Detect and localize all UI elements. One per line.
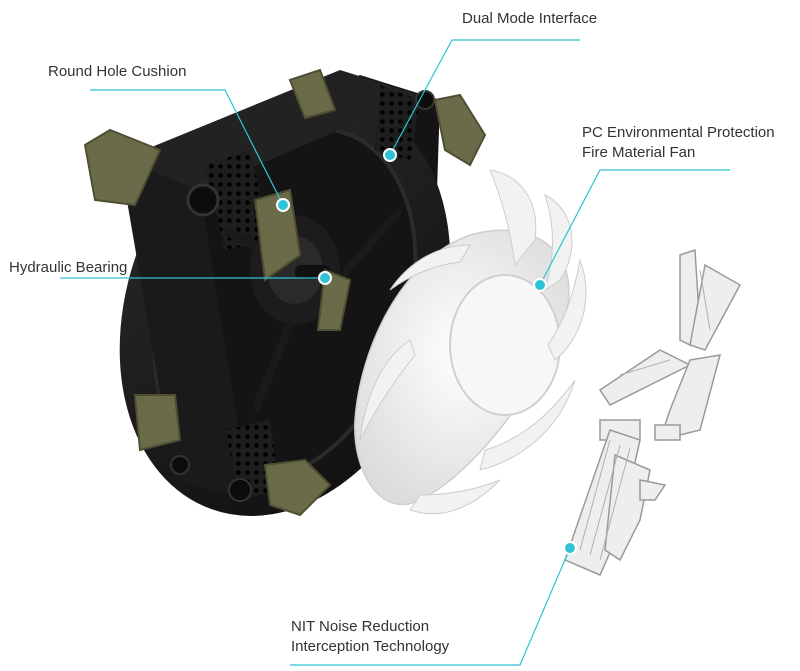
leader-dual-mode	[389, 39, 580, 156]
callout-lines	[60, 39, 730, 666]
fan-blade	[489, 169, 537, 267]
callout-dots	[276, 148, 577, 555]
fan-blade	[409, 479, 501, 515]
leader-nit	[290, 547, 571, 666]
label-text-line1: NIT Noise Reduction	[291, 618, 430, 635]
cushion	[433, 93, 487, 167]
fan-blade	[359, 339, 416, 441]
mount-hole	[228, 478, 252, 502]
fan-blade	[389, 244, 471, 291]
label-text-line2: Interception Technology	[291, 638, 450, 655]
corner-perforation	[375, 85, 420, 160]
leader-round-hole	[90, 89, 284, 206]
impeller-hub	[449, 274, 561, 416]
strip-piece	[598, 349, 692, 406]
noise-reduction-strips	[564, 248, 742, 576]
label-round-hole-cushion: Round Hole Cushion	[48, 62, 186, 82]
strip-piece	[689, 263, 742, 351]
dot-dual-mode	[383, 148, 397, 162]
mount-hole	[170, 455, 190, 475]
cushion	[253, 188, 302, 282]
strip-piece	[654, 424, 681, 441]
dot-pc-fan	[533, 278, 547, 292]
label-hydraulic-bearing: Hydraulic Bearing	[9, 258, 127, 278]
corner-perforation	[205, 150, 270, 250]
dot-round-hole	[276, 198, 290, 212]
cushion	[263, 458, 332, 517]
cushion	[83, 128, 162, 207]
cushion	[288, 68, 337, 120]
leader-pc-fan	[539, 169, 730, 286]
label-text-line2: Fire Material Fan	[582, 144, 696, 161]
label-text-line1: PC Environmental Protection	[582, 124, 775, 141]
label-pc-fire-material-fan: PC Environmental Protection Fire Materia…	[582, 123, 775, 163]
label-text: Dual Mode Interface	[462, 10, 598, 27]
fan-blade	[547, 258, 587, 361]
label-dual-mode-interface: Dual Mode Interface	[462, 9, 597, 29]
mount-hole	[415, 90, 435, 110]
label-text: Round Hole Cushion	[48, 63, 187, 80]
strip-piece	[639, 479, 667, 501]
cushion	[133, 394, 182, 452]
mount-hole	[186, 183, 220, 217]
label-nit-noise-reduction: NIT Noise Reduction Interception Technol…	[291, 617, 449, 657]
strip-texture	[579, 269, 711, 561]
label-text: Hydraulic Bearing	[9, 259, 128, 276]
fan-blade	[479, 379, 576, 471]
cushion	[316, 268, 352, 331]
dot-nit	[563, 541, 577, 555]
white-impeller	[354, 169, 587, 515]
fan-blade	[544, 194, 573, 292]
dot-hydraulic	[318, 271, 332, 285]
rubber-cushions	[83, 68, 487, 517]
